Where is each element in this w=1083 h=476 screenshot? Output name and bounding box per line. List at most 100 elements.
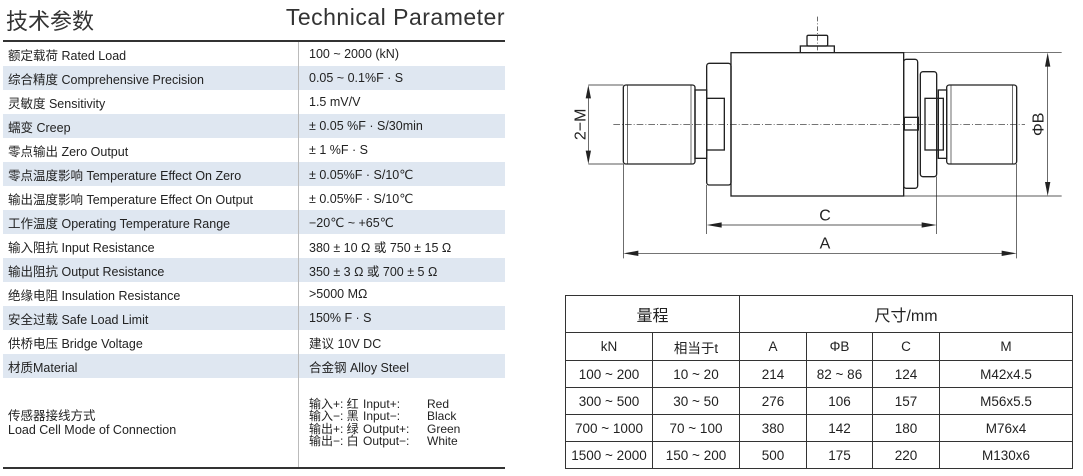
spec-label: 零点温度影响 Temperature Effect On Zero bbox=[3, 162, 299, 186]
table-cell: 124 bbox=[872, 360, 940, 388]
table-cell: 106 bbox=[806, 387, 873, 415]
group-header-size: 尺寸/mm bbox=[739, 295, 1073, 333]
spec-row: 输出阻抗 Output Resistance 350 ± 3 Ω 或 700 ± … bbox=[3, 258, 505, 282]
spec-value: ± 0.05%F · S/10℃ bbox=[309, 167, 414, 182]
table-cell: 82 ~ 86 bbox=[806, 360, 873, 388]
spec-label: 额定载荷 Rated Load bbox=[3, 42, 299, 66]
spec-row: 零点输出 Zero Output ± 1 %F · S bbox=[3, 138, 505, 162]
label-2m: 2−M bbox=[573, 109, 590, 141]
column-header: ΦB bbox=[806, 332, 873, 361]
column-header: 相当于t bbox=[652, 332, 740, 361]
wire-en: Input+: bbox=[363, 396, 401, 411]
table-cell: 276 bbox=[739, 387, 807, 415]
spec-row: 零点温度影响 Temperature Effect On Zero ± 0.05%… bbox=[3, 162, 505, 186]
spec-label: 工作温度 Operating Temperature Range bbox=[3, 210, 299, 234]
wire-color: Black bbox=[427, 409, 457, 423]
table-cell: 10 ~ 20 bbox=[652, 360, 740, 388]
spec-value: 380 ± 10 Ω 或 750 ± 15 Ω bbox=[309, 240, 452, 255]
spec-row: 安全过载 Safe Load Limit 150% F · S bbox=[3, 306, 505, 330]
wire-en: Output−: bbox=[363, 434, 410, 448]
wire-en: Input−: bbox=[363, 409, 401, 423]
wire-cn: 输入−: 黑 bbox=[309, 409, 359, 423]
wire-color: Green bbox=[427, 421, 461, 436]
table-cell: M130x6 bbox=[939, 441, 1073, 469]
spec-row: 蠕变 Creep± 0.05 %F · S/30min bbox=[3, 114, 505, 138]
table-cell: 700 ~ 1000 bbox=[565, 414, 653, 442]
spec-row: 输出温度影响 Temperature Effect On Output± 0.0… bbox=[3, 186, 505, 210]
table-cell: 100 ~ 200 bbox=[565, 360, 653, 388]
spec-label: 输入阻抗 Input Resistance bbox=[3, 234, 299, 258]
table-cell: 220 bbox=[872, 441, 940, 469]
table-cell: 300 ~ 500 bbox=[565, 387, 653, 415]
spec-value: 合金钢 Alloy Steel bbox=[309, 360, 410, 375]
spec-label: 零点输出 Zero Output bbox=[3, 138, 299, 162]
wire-cn: 输出+: 绿 bbox=[309, 421, 359, 436]
table-cell: 30 ~ 50 bbox=[652, 387, 740, 415]
spec-label: 蠕变 Creep bbox=[3, 114, 299, 138]
table-cell: 380 bbox=[739, 414, 807, 442]
connector-nub bbox=[806, 34, 829, 47]
table-cell: M76x4 bbox=[939, 414, 1073, 442]
connection-label-cn: 传感器接线方式 bbox=[8, 408, 96, 423]
table-cell: 214 bbox=[739, 360, 807, 388]
table-cell: M42x4.5 bbox=[939, 360, 1073, 388]
spec-value: 100 ~ 2000 (kN) bbox=[309, 47, 399, 61]
table-cell: 157 bbox=[872, 387, 940, 415]
label-c: C bbox=[819, 208, 831, 225]
connection-label-en: Load Cell Mode of Connection bbox=[8, 422, 177, 437]
spec-value: 0.05 ~ 0.1%F · S bbox=[309, 71, 404, 85]
group-header-range: 量程 bbox=[565, 295, 740, 333]
slot bbox=[903, 116, 919, 131]
spec-label: 供桥电压 Bridge Voltage bbox=[3, 330, 299, 354]
table-cell: 150 ~ 200 bbox=[652, 441, 740, 469]
spec-row: 工作温度 Operating Temperature Range −20℃ ~ +… bbox=[3, 210, 505, 234]
spec-label: 材质Material bbox=[3, 354, 299, 378]
dimension-lines bbox=[588, 52, 1062, 259]
table-cell: 500 bbox=[739, 441, 807, 469]
table-cell: 1500 ~ 2000 bbox=[565, 441, 653, 469]
spec-value: ± 1 %F · S bbox=[309, 143, 368, 157]
spec-label: 综合精度 Comprehensive Precision bbox=[3, 66, 299, 90]
column-header: C bbox=[872, 332, 940, 361]
table-cell: 142 bbox=[806, 414, 873, 442]
spec-row: 材质Material 合金钢 Alloy Steel bbox=[3, 354, 505, 378]
table-cell: 175 bbox=[806, 441, 873, 469]
wire-color: Red bbox=[427, 396, 450, 411]
load-cell-drawing: 2−M ΦB C A bbox=[573, 16, 1062, 259]
wire-en: Output+: bbox=[363, 421, 410, 436]
label-phi-b: ΦB bbox=[1031, 113, 1048, 136]
label-a: A bbox=[820, 236, 831, 253]
wire-cn: 输出−: 白 bbox=[309, 434, 359, 448]
table-cell: 180 bbox=[872, 414, 940, 442]
spec-label: 输出温度影响 Temperature Effect On Output bbox=[3, 186, 299, 210]
wire-color: White bbox=[427, 434, 458, 448]
column-header: M bbox=[939, 332, 1073, 361]
spec-row: 综合精度 Comprehensive Precision 0.05 ~ 0.1%F… bbox=[3, 66, 505, 90]
right-flange bbox=[903, 58, 919, 189]
spec-value: 150% F · S bbox=[309, 311, 372, 325]
table-cell: 70 ~ 100 bbox=[652, 414, 740, 442]
column-header: A bbox=[739, 332, 807, 361]
spec-label: 安全过载 Safe Load Limit bbox=[3, 306, 299, 330]
spec-value: −20℃ ~ +65℃ bbox=[309, 215, 394, 230]
spec-label: 输出阻抗 Output Resistance bbox=[3, 258, 299, 282]
spec-row: 绝缘电阻 Insulation Resistance>5000 MΩ bbox=[3, 282, 505, 306]
spec-value: 350 ± 3 Ω 或 700 ± 5 Ω bbox=[309, 264, 438, 279]
spec-label: 灵敏度 Sensitivity bbox=[3, 90, 299, 114]
spec-table: 额定载荷 Rated Load 100 ~ 2000 (kN) 综合精度 Compr… bbox=[3, 40, 505, 469]
column-header: kN bbox=[565, 332, 653, 361]
spec-value: 1.5 mV/V bbox=[309, 95, 361, 109]
spec-value: >5000 MΩ bbox=[309, 287, 368, 301]
spec-row: 输入阻抗 Input Resistance 380 ± 10 Ω 或 750 ± … bbox=[3, 234, 505, 258]
dimension-arrows bbox=[585, 52, 1051, 256]
spec-row: 灵敏度 Sensitivity 1.5 mV/V bbox=[3, 90, 505, 114]
title-chinese: 技术参数 bbox=[6, 10, 95, 35]
